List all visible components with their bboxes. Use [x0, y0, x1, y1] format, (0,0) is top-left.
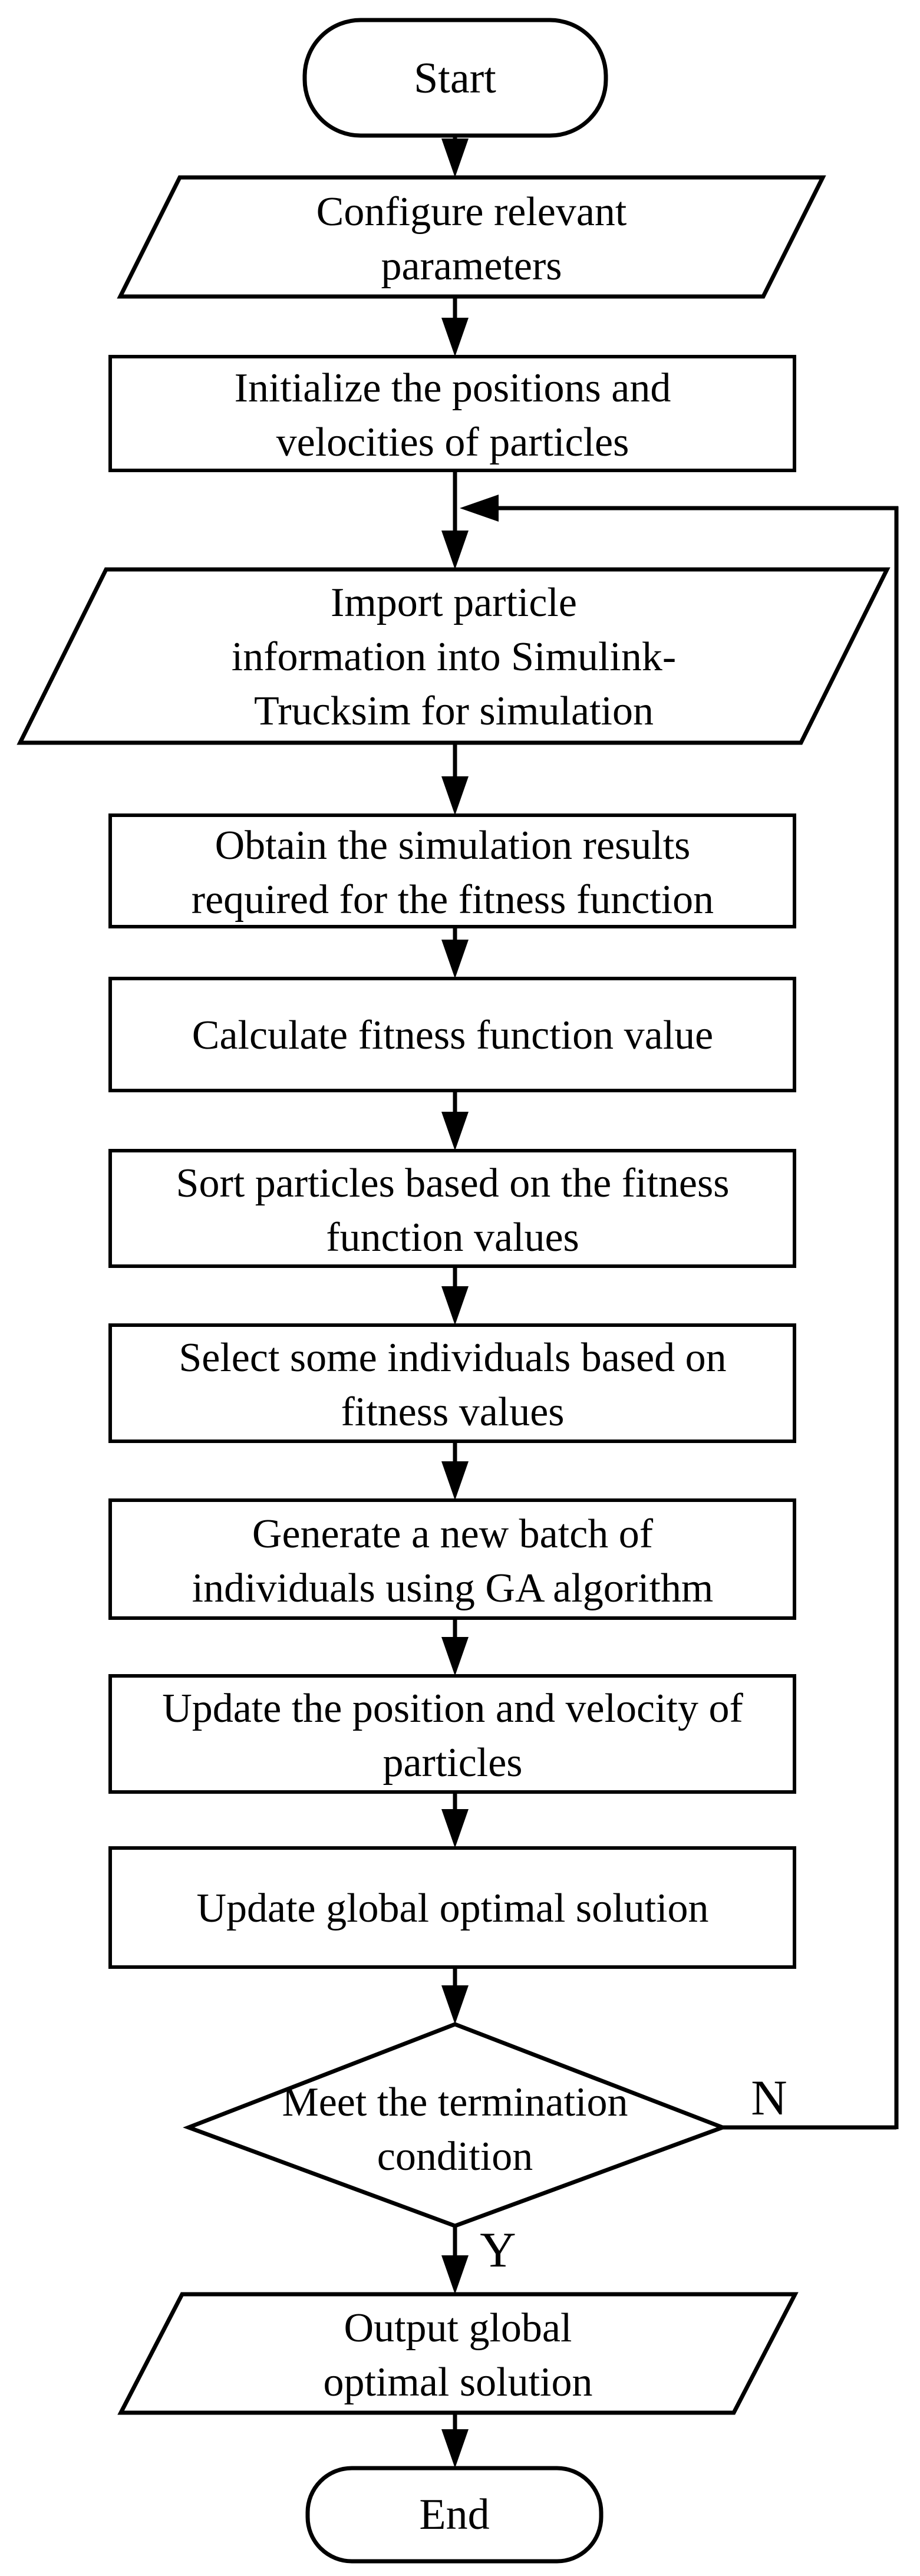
decision-label-line1: Meet the termination [282, 2080, 628, 2125]
edge-no-feedback [460, 495, 899, 2130]
arrow-obtain-to-calculate [441, 927, 469, 979]
node-import-particle: Import particle information into Simulin… [17, 567, 891, 745]
arrow-output-to-end [441, 2413, 469, 2468]
arrowhead-down-icon [441, 1112, 469, 1151]
output-label-line1: Output global [344, 2305, 572, 2351]
configure-label-line2: parameters [381, 243, 562, 289]
decision-shape [183, 2022, 728, 2228]
update-particles-shape [108, 1674, 796, 1794]
arrowhead-down-icon [441, 1461, 469, 1500]
arrowhead-down-icon [441, 318, 469, 357]
arrow-update-global-to-decision [441, 1967, 469, 2024]
arrowhead-left-icon [460, 495, 499, 522]
update-particles-label-line1: Update the position and velocity of [162, 1686, 743, 1731]
calculate-shape [108, 977, 796, 1092]
arrowhead-down-icon [441, 940, 469, 979]
node-update-global: Update global optimal solution [108, 1846, 796, 1969]
sort-shape [108, 1149, 796, 1268]
import-label-line2: information into Simulink- [232, 634, 676, 680]
initialize-shape [108, 355, 796, 472]
import-label-line1: Import particle [331, 580, 577, 625]
output-shape [117, 2292, 799, 2415]
arrowhead-down-icon [441, 1985, 469, 2024]
node-sort: Sort particles based on the fitness func… [108, 1149, 796, 1268]
end-label: End [419, 2491, 489, 2539]
arrowhead-down-icon [441, 2429, 469, 2468]
decision-label-line2: condition [377, 2134, 533, 2179]
arrow-update-particles-to-update-global [441, 1792, 469, 1848]
select-label-line2: fitness values [341, 1389, 564, 1435]
node-configure: Configure relevant parameters [117, 175, 826, 299]
arrow-initialize-to-import [441, 470, 469, 569]
generate-label-line1: Generate a new batch of [252, 1511, 654, 1557]
obtain-shape [108, 813, 796, 928]
arrow-configure-to-initialize [441, 297, 469, 357]
arrow-calculate-to-sort [441, 1091, 469, 1151]
obtain-label-line2: required for the fitness function [192, 877, 714, 923]
arrowhead-down-icon [441, 1809, 469, 1848]
initialize-label-line1: Initialize the positions and [235, 365, 671, 411]
select-label-line1: Select some individuals based on [179, 1335, 726, 1381]
generate-label-line2: individuals using GA algorithm [192, 1566, 714, 1611]
arrowhead-down-icon [441, 1286, 469, 1325]
node-output: Output global optimal solution [117, 2292, 799, 2415]
initialize-label-line2: velocities of particles [276, 420, 629, 465]
arrow-select-to-generate [441, 1441, 469, 1500]
node-obtain: Obtain the simulation results required f… [108, 813, 796, 928]
arrow-import-to-obtain [441, 743, 469, 815]
node-initialize: Initialize the positions and velocities … [108, 355, 796, 472]
configure-shape [117, 175, 826, 299]
node-select: Select some individuals based on fitness… [108, 1323, 796, 1443]
arrow-decision-to-output [441, 2226, 469, 2294]
node-decision: Meet the termination condition [183, 2022, 728, 2228]
node-calculate: Calculate fitness function value [108, 977, 796, 1092]
node-generate: Generate a new batch of individuals usin… [108, 1498, 796, 1620]
output-label-line2: optimal solution [324, 2360, 593, 2405]
end-shape [305, 2466, 604, 2564]
node-update-particles: Update the position and velocity of part… [108, 1674, 796, 1794]
node-start: Start [302, 18, 608, 138]
arrowhead-down-icon [441, 776, 469, 815]
sort-label-line2: function values [326, 1215, 579, 1260]
node-end: End [305, 2466, 604, 2564]
calculate-label-line1: Calculate fitness function value [192, 1013, 713, 1058]
obtain-label-line1: Obtain the simulation results [215, 823, 691, 868]
arrowhead-down-icon [441, 2255, 469, 2294]
configure-label-line1: Configure relevant [316, 189, 627, 235]
select-shape [108, 1323, 796, 1443]
update-global-shape [108, 1846, 796, 1969]
update-global-label-line1: Update global optimal solution [196, 1886, 708, 1931]
arrow-sort-to-select [441, 1266, 469, 1325]
arrowhead-down-icon [441, 1637, 469, 1676]
arrowhead-down-icon [441, 139, 469, 177]
arrow-start-to-configure [441, 136, 469, 177]
update-particles-label-line2: particles [382, 1740, 522, 1786]
yes-branch-label: Y [480, 2222, 516, 2278]
generate-shape [108, 1498, 796, 1620]
import-particle-shape [17, 567, 891, 745]
arrowhead-down-icon [441, 531, 469, 569]
no-branch-label: N [751, 2070, 787, 2126]
start-label: Start [414, 54, 496, 103]
arrow-generate-to-update-particles [441, 1618, 469, 1676]
sort-label-line1: Sort particles based on the fitness [176, 1161, 730, 1206]
import-label-line3: Trucksim for simulation [254, 689, 654, 734]
